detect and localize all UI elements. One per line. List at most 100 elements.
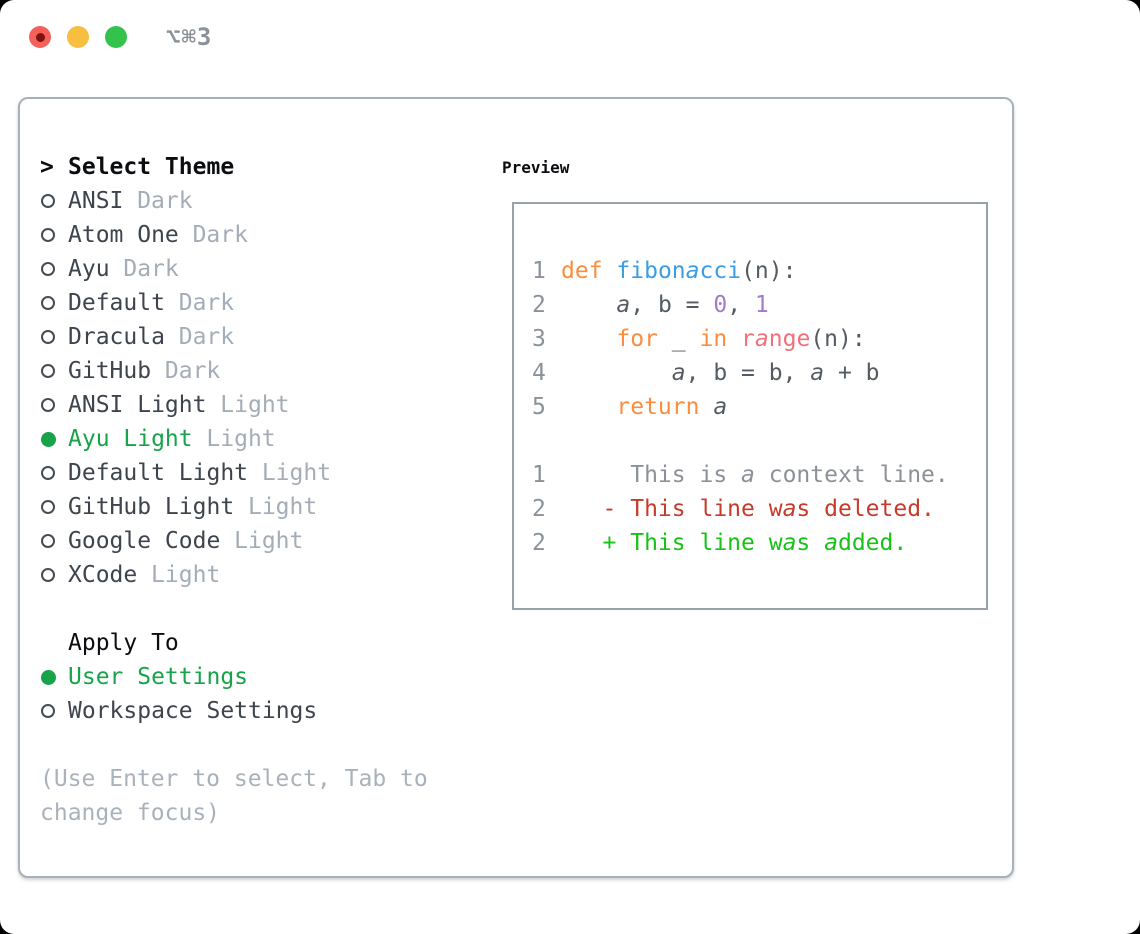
titlebar: ⌥⌘3 <box>0 0 1140 75</box>
help-line: (Use Enter to select, Tab to <box>40 766 428 792</box>
code-token-kw: return <box>616 394 700 420</box>
radio-icon <box>40 320 68 354</box>
code-token-num: 0 <box>713 292 728 318</box>
close-button[interactable] <box>29 26 51 48</box>
theme-variant: Light <box>247 494 318 520</box>
code-line: 2 - This line was deleted. <box>532 492 949 526</box>
theme-item-github-light[interactable]: GitHub Light Light <box>40 490 331 524</box>
theme-variant: Dark <box>123 256 179 282</box>
code-token-fg <box>561 394 616 420</box>
theme-variant: Dark <box>178 324 235 350</box>
line-number: 5 <box>532 394 546 420</box>
code-token-fn: fibonacci <box>616 258 742 284</box>
code-token-fg: a, b = b, a + b <box>671 360 880 386</box>
theme-item-ansi-light[interactable]: ANSI Light Light <box>40 388 331 422</box>
window-title: ⌥⌘3 <box>166 23 213 51</box>
radio-icon <box>40 490 68 524</box>
line-number: 4 <box>532 360 546 386</box>
selection-arrow-icon: > <box>40 154 54 180</box>
radio-icon <box>40 694 68 728</box>
radio-icon <box>40 456 68 490</box>
line-number: 1 <box>532 258 546 284</box>
theme-name: GitHub Light <box>68 494 235 520</box>
apply-option-user-settings[interactable]: User Settings <box>40 660 317 694</box>
line-number: 1 <box>532 462 546 488</box>
theme-name: Default <box>68 290 165 316</box>
code-token-add: + This line was added. <box>561 530 908 556</box>
theme-variant: Dark <box>164 358 221 384</box>
code-token-fg: , <box>727 292 755 318</box>
theme-item-default[interactable]: Default Dark <box>40 286 331 320</box>
minimize-button[interactable] <box>67 26 89 48</box>
theme-variant: Light <box>261 460 332 486</box>
code-line: 3 for _ in range(n): <box>532 322 949 356</box>
radio-selected-icon <box>40 660 68 694</box>
code-line: 4 a, b = b, a + b <box>532 356 949 390</box>
line-number: 2 <box>532 496 546 522</box>
theme-list-header: > Select Theme <box>40 150 331 184</box>
theme-name: Ayu <box>68 256 110 282</box>
theme-item-dracula[interactable]: Dracula Dark <box>40 320 331 354</box>
theme-name: Google Code <box>68 528 221 554</box>
apply-option-workspace-settings[interactable]: Workspace Settings <box>40 694 317 728</box>
theme-name: Dracula <box>68 324 165 350</box>
blank-line <box>532 424 949 458</box>
theme-variant: Light <box>151 562 221 588</box>
radio-icon <box>40 524 68 558</box>
theme-name: XCode <box>68 562 138 588</box>
radio-icon <box>40 558 68 592</box>
line-number: 3 <box>532 326 546 352</box>
code-token-kw: for <box>616 326 658 352</box>
theme-item-ayu[interactable]: Ayu Dark <box>40 252 331 286</box>
apply-option-label: User Settings <box>68 664 249 690</box>
radio-icon <box>40 354 68 388</box>
apply-to-header-row: Apply To <box>40 626 317 660</box>
theme-name: Default Light <box>68 460 249 486</box>
code-token-ctx: This is a context line. <box>561 462 949 488</box>
preview-header-row: Preview <box>502 150 569 184</box>
code-token-fg <box>561 326 616 352</box>
theme-name: ANSI Light <box>68 392 207 418</box>
radio-icon <box>40 252 68 286</box>
radio-icon <box>40 286 68 320</box>
theme-item-google-code[interactable]: Google Code Light <box>40 524 331 558</box>
code-token-fg: (n): <box>741 258 797 284</box>
theme-name: Ayu Light <box>68 426 193 452</box>
theme-name: ANSI <box>68 188 124 214</box>
theme-item-default-light[interactable]: Default Light Light <box>40 456 331 490</box>
apply-to-title: Apply To <box>68 630 179 656</box>
code-token-fg <box>727 326 741 352</box>
maximize-button[interactable] <box>105 26 127 48</box>
theme-name: Atom One <box>68 222 179 248</box>
theme-variant: Light <box>220 392 290 418</box>
apply-option-label: Workspace Settings <box>68 698 318 724</box>
theme-variant: Light <box>234 528 304 554</box>
code-token-del: - This line was deleted. <box>561 496 935 522</box>
line-number: 2 <box>532 292 546 318</box>
radio-icon <box>40 388 68 422</box>
preview-title: Preview <box>502 157 570 177</box>
code-token-fg: a <box>713 394 728 420</box>
theme-variant: Dark <box>178 290 235 316</box>
code-line: 2 a, b = 0, 1 <box>532 288 949 322</box>
radio-selected-icon <box>40 422 68 456</box>
close-dot-icon <box>35 32 45 42</box>
theme-list-title: Select Theme <box>68 154 235 180</box>
theme-item-xcode[interactable]: XCode Light <box>40 558 331 592</box>
code-token-call: range <box>741 326 811 352</box>
code-token-num: 1 <box>754 292 769 318</box>
code-token-kw: in <box>699 326 728 352</box>
